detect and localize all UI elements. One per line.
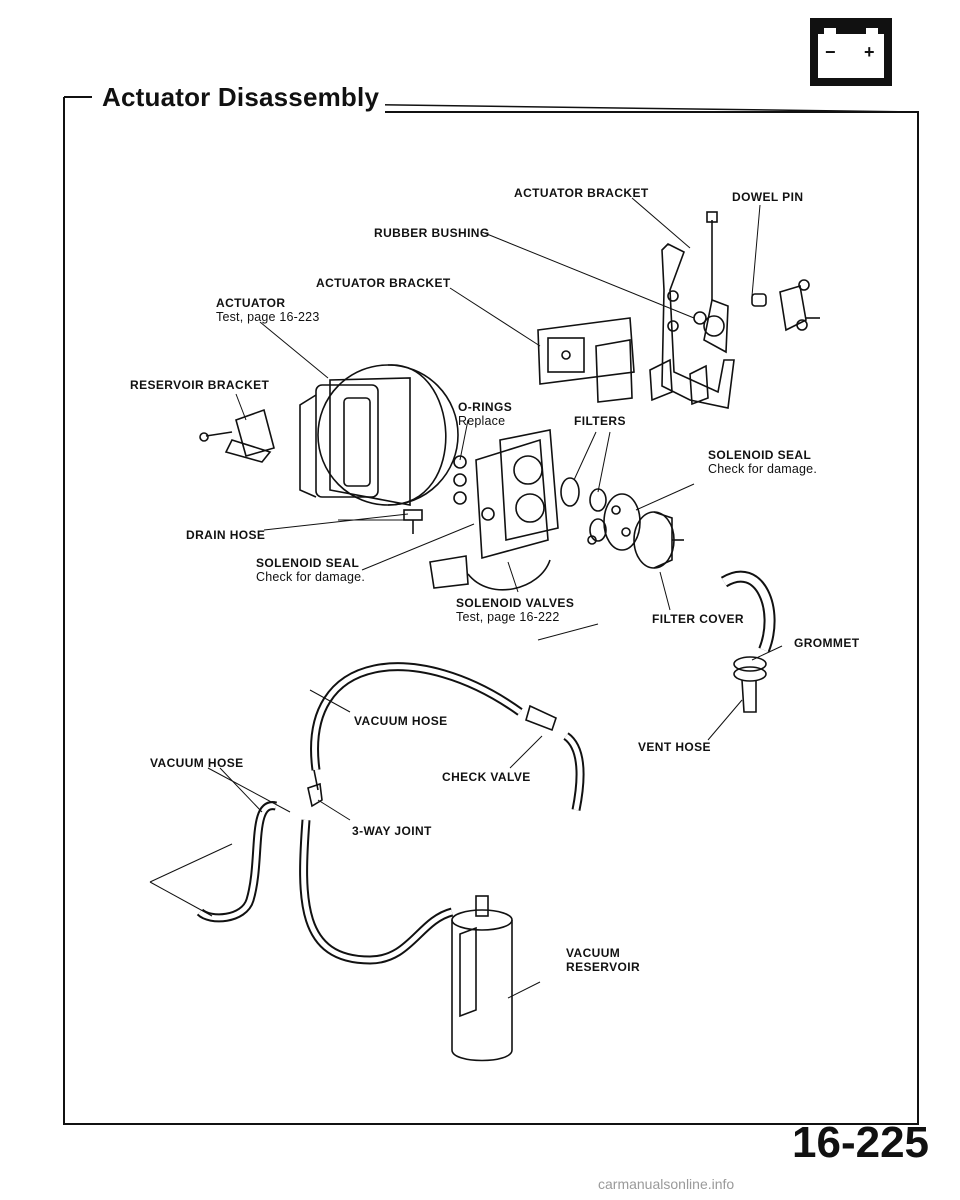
label-vacuum-reservoir-line2: RESERVOIR [566, 960, 641, 974]
label-actuator-text: ACTUATOR [216, 296, 286, 310]
drain-hose-fitting [403, 509, 423, 534]
solenoid-valve-block [429, 429, 559, 591]
battery-plus-sign: + [864, 42, 875, 62]
reservoir-bracket [199, 408, 275, 463]
label-solenoid-valves-note: Test, page 16-222 [456, 610, 560, 624]
vent-hose [720, 570, 776, 713]
filters-and-seals [560, 477, 641, 551]
page-number: 16-225 [792, 1118, 930, 1167]
label-solenoid-seal-right-text: SOLENOID SEAL [708, 448, 812, 462]
diagram-frame [63, 97, 919, 1125]
label-drain-hose: DRAIN HOSE [186, 528, 266, 542]
label-3-way-joint: 3-WAY JOINT [352, 824, 432, 838]
label-dowel-pin: DOWEL PIN [732, 190, 804, 204]
dowel-pin-bracket [751, 279, 820, 332]
label-solenoid-seal-right: SOLENOID SEAL Check for damage. [708, 448, 817, 476]
battery-icon-terminal-pos [866, 28, 878, 36]
label-rubber-bushing: RUBBER BUSHING [374, 226, 490, 240]
watermark-text: carmanualsonline.info [598, 1176, 735, 1192]
leader-lines [149, 197, 783, 999]
label-filters: FILTERS [574, 414, 626, 428]
label-vent-hose: VENT HOSE [638, 740, 711, 754]
label-actuator-bracket-mid: ACTUATOR BRACKET [316, 276, 451, 290]
label-actuator-bracket-top: ACTUATOR BRACKET [514, 186, 649, 200]
label-vacuum-reservoir-line1: VACUUM [566, 946, 621, 960]
label-solenoid-seal-right-note: Check for damage. [708, 462, 818, 476]
label-vacuum-reservoir: VACUUM RESERVOIR [566, 946, 640, 974]
label-o-rings: O-RINGS Replace [458, 400, 512, 428]
actuator-bracket-top [649, 211, 735, 409]
label-solenoid-seal-left: SOLENOID SEAL Check for damage. [256, 556, 365, 584]
page-title: Actuator Disassembly [96, 82, 386, 113]
label-check-valve: CHECK VALVE [442, 770, 531, 784]
label-o-rings-note: Replace [458, 414, 506, 428]
check-valve [525, 704, 585, 811]
vacuum-reservoir [451, 895, 513, 1062]
battery-minus-sign: − [825, 42, 836, 62]
label-actuator: ACTUATOR Test, page 16-223 [216, 296, 319, 324]
filter-cover [633, 511, 684, 569]
label-filter-cover: FILTER COVER [652, 612, 744, 626]
label-reservoir-bracket: RESERVOIR BRACKET [130, 378, 270, 392]
title-rule-right [321, 103, 919, 113]
label-actuator-note: Test, page 16-223 [216, 310, 320, 324]
label-vacuum-hose-upper: VACUUM HOSE [354, 714, 448, 728]
battery-icon-body [818, 34, 884, 78]
label-grommet: GROMMET [794, 636, 860, 650]
label-o-rings-text: O-RINGS [458, 400, 513, 414]
vacuum-hose-upper-line [310, 662, 523, 791]
battery-icon: − + [810, 18, 892, 86]
label-solenoid-valves-text: SOLENOID VALVES [456, 596, 575, 610]
label-solenoid-seal-left-note: Check for damage. [256, 570, 366, 584]
actuator-body [299, 364, 459, 506]
label-solenoid-seal-left-text: SOLENOID SEAL [256, 556, 360, 570]
label-solenoid-valves: SOLENOID VALVES Test, page 16-222 [456, 596, 574, 624]
actuator-bracket-mid [537, 317, 635, 403]
vacuum-hose-lower [196, 782, 454, 965]
label-vacuum-hose-left: VACUUM HOSE [150, 756, 244, 770]
battery-icon-terminal-neg [824, 28, 836, 36]
